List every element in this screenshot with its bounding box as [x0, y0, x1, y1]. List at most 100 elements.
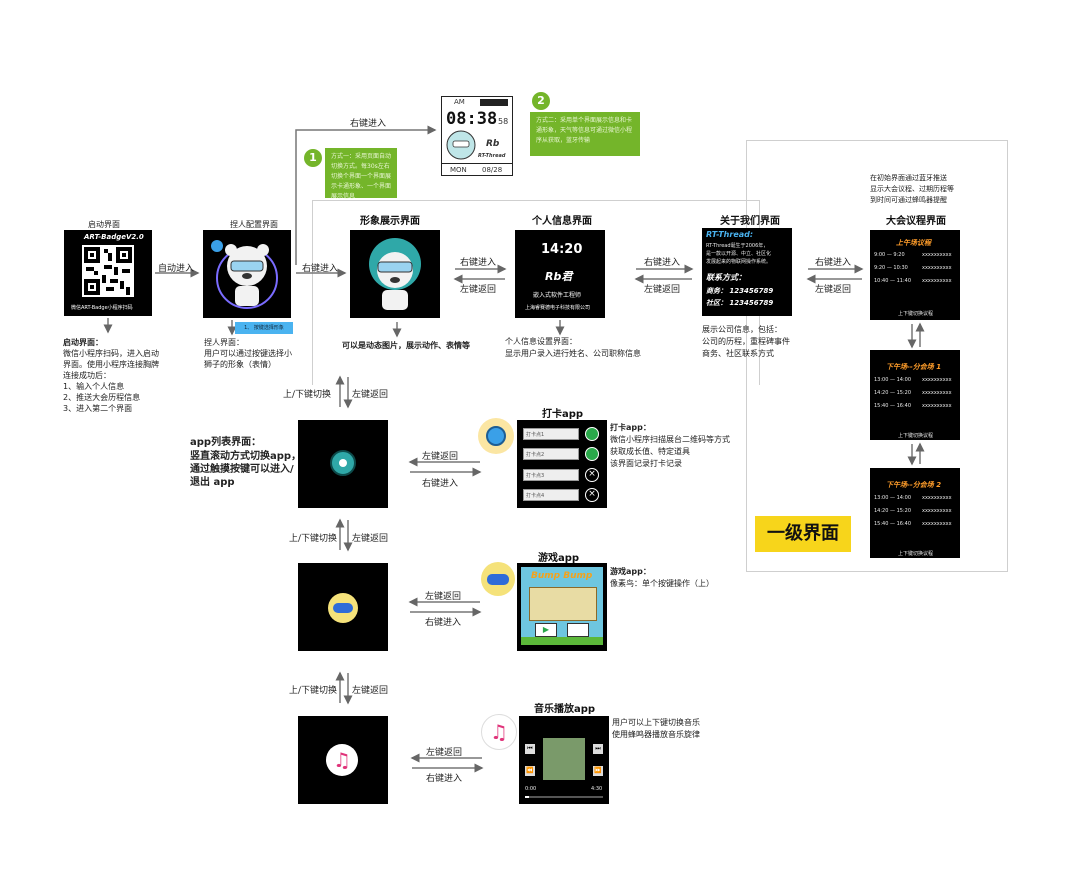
agenda-card-morning: 上午场议程 9:00 — 9:20 xxxxxxxxxx 9:20 — 10:3…	[870, 230, 960, 320]
about-desc-line: 展示公司信息，包括：	[702, 325, 782, 334]
next-icon: ⏭	[593, 744, 603, 754]
label-leftback-2: 左键返回	[352, 534, 389, 544]
about-line: 是一款以开源、中立、社区化	[706, 251, 772, 257]
about-line: 发展起来的物联网操作系统。	[706, 259, 772, 265]
startup-desc-line: 微信小程序扫码，进入启动	[63, 349, 159, 358]
lion-showcase-icon	[369, 238, 421, 310]
progress-bar	[525, 796, 603, 798]
agenda-row-topic: xxxxxxxxxx	[922, 521, 952, 527]
label-right-enter-profile: 右键进入	[460, 258, 497, 268]
play-button-icon: ▶	[535, 623, 557, 637]
music-note-icon: ♫	[326, 744, 358, 776]
label-updown-3: 上/下键切换	[289, 686, 338, 696]
music-app-title: 音乐播放app	[534, 704, 596, 715]
rewind-icon: ⏪	[525, 766, 535, 776]
app-list-music-screen[interactable]: ♫	[298, 716, 388, 804]
cross-icon: ×	[585, 488, 599, 502]
checkin-desc-line: 微信小程序扫描展台二维码等方式	[610, 435, 730, 444]
startup-desc-line: 3、进入第二个界面	[63, 404, 133, 413]
music-app-screen: ⏮ ⏭ ⏪ ⏩ 0:00 4:30	[519, 716, 609, 804]
app-list-game-screen[interactable]	[298, 563, 388, 651]
startup-title: 启动界面	[88, 220, 120, 229]
watch-am: AM	[454, 98, 465, 106]
checkin-desc-line: 获取成长值、特定道具	[610, 447, 690, 456]
label-updown-1: 上/下键切换	[283, 390, 332, 400]
album-art	[543, 738, 585, 780]
game-scene: Bump Bump ▶	[521, 567, 603, 645]
rank-button-icon	[567, 623, 589, 637]
stopwatch-icon	[330, 450, 356, 476]
startup-desc-line: 界面。使用小程序连接胸牌	[63, 360, 159, 369]
agenda-row-topic: xxxxxxxxxx	[922, 265, 952, 271]
startup-desc-line: 1、输入个人信息	[63, 382, 125, 391]
agenda-row-time: 9:00 — 9:20	[874, 252, 905, 258]
watch-name: Rb	[486, 139, 500, 149]
agenda-row-time: 14:20 — 15:20	[874, 508, 911, 514]
label-right-enter-about: 右键进入	[644, 258, 681, 268]
watch-time: 08:38	[446, 109, 498, 129]
image-screen-title: 形象展示界面	[360, 216, 420, 227]
agenda-row-topic: xxxxxxxxxx	[922, 252, 952, 258]
method2-note: 方式二：采用单个界面展示信息和卡通形象，天气等信息可通过微信小程序从获取，蓝牙传…	[530, 112, 640, 156]
image-screen-desc: 可以是动态图片，展示动作、表情等	[342, 341, 470, 350]
watch-date: 08/28	[482, 166, 503, 174]
agenda-card-afternoon-1: 下午场--分会场 1 13:00 — 14:00 xxxxxxxxxx 14:2…	[870, 350, 960, 440]
checkin-app-icon	[478, 418, 514, 454]
agenda-row-topic: xxxxxxxxxx	[922, 403, 952, 409]
profile-time: 14:20	[541, 242, 583, 257]
label-music-enter: 右键进入	[426, 774, 463, 784]
label-left-back-agenda: 左键返回	[815, 285, 852, 295]
watch-seconds: 58	[498, 117, 509, 126]
checkin-app-screen: 打卡点1 打卡点2 打卡点3 × 打卡点4 ×	[517, 420, 607, 508]
lion-mascot-icon	[216, 244, 278, 309]
about-screen-title: 关于我们界面	[720, 216, 780, 227]
startup-screen-caption: 微信ART-Badge小程序扫码	[71, 305, 133, 311]
lion-status-icon	[211, 240, 223, 252]
profile-screen: 14:20 Rb君 嵌入式软件工程师 上海睿赛德电子科技有限公司	[515, 230, 605, 318]
profile-role: 嵌入式软件工程师	[533, 292, 582, 299]
label-left-back-about: 左键返回	[644, 285, 681, 295]
image-screen	[350, 230, 440, 318]
agenda-row-topic: xxxxxxxxxx	[922, 390, 952, 396]
method1-badge: 1	[304, 149, 322, 167]
startup-desc-line: 2、推送大会历程信息	[63, 393, 141, 402]
app-list-desc-line: 退出 app	[190, 477, 235, 488]
label-game-enter: 右键进入	[425, 618, 462, 628]
watch-day: MON	[450, 166, 467, 174]
label-right-enter-agenda: 右键进入	[815, 258, 852, 268]
about-contact-title: 联系方式：	[706, 273, 746, 282]
agenda-region-box	[746, 140, 1008, 572]
cross-icon: ×	[585, 468, 599, 482]
startup-screen: ART-BadgeV2.0 微信ART-Badge小程序扫码	[64, 230, 152, 316]
checkin-app-title: 打卡app	[542, 409, 584, 420]
profile-company: 上海睿赛德电子科技有限公司	[525, 305, 591, 311]
game-desc-line: 游戏app：	[610, 567, 651, 576]
config-desc-line: 用户可以通过按键选择小	[204, 349, 292, 358]
startup-desc-line: 启动界面：	[63, 338, 103, 347]
gamepad-icon	[328, 593, 358, 623]
method2-badge: 2	[532, 92, 550, 110]
music-desc-line: 用户可以上下键切换音乐	[612, 718, 700, 727]
agenda-card-afternoon-2: 下午场--分会场 2 13:00 — 14:00 xxxxxxxxxx 14:2…	[870, 468, 960, 558]
watch-bottom-bar: MON 08/28	[442, 163, 512, 176]
config-desc-line: 捏人界面：	[204, 338, 244, 347]
watch-logo-icon	[480, 99, 508, 106]
watch-lion-icon	[446, 130, 476, 160]
agenda-row-topic: xxxxxxxxxx	[922, 495, 952, 501]
app-list-desc-line: 竖直滚动方式切换app，	[190, 451, 302, 462]
label-game-back: 左键返回	[425, 592, 462, 602]
app-list-checkin-screen[interactable]	[298, 420, 388, 508]
about-desc-line: 公司的历程，重程碑事件	[702, 337, 790, 346]
label-auto-enter: 自动进入	[158, 264, 195, 274]
forward-icon: ⏩	[593, 766, 603, 776]
watch-brand: RT-Thread	[478, 153, 506, 159]
agenda-card-footer: 上下键切换议程	[898, 551, 934, 557]
about-line: RT-Thread诞生于2006年，	[706, 243, 769, 249]
label-updown-2: 上/下键切换	[289, 534, 338, 544]
profile-screen-title: 个人信息界面	[532, 216, 592, 227]
agenda-note-line: 显示大会议程、过期历程等	[870, 185, 954, 193]
arrow-to-watch	[295, 125, 437, 265]
game-desc-line: 像素鸟：单个按键操作（上）	[610, 579, 714, 588]
agenda-card-footer: 上下键切换议程	[898, 433, 934, 439]
